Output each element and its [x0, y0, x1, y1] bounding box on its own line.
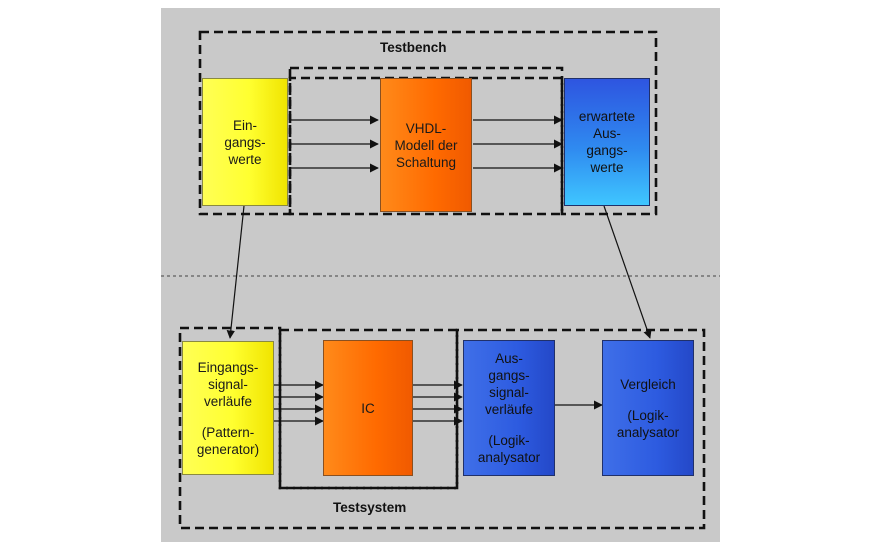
- output-signal-line-4: verläufe: [484, 402, 534, 417]
- arrow-input-to-pattern: [226, 205, 245, 339]
- expected-output-line-2: Aus-: [593, 126, 621, 141]
- input-signal-line-1: Eingangs-: [197, 359, 259, 375]
- vhdl-model-line-3: Schaltung: [395, 154, 457, 170]
- compare-line-2: (Logik-: [627, 407, 669, 423]
- expected-output-line-4: werte: [590, 160, 624, 175]
- connector-layer: [161, 30, 720, 530]
- ic-label: IC: [361, 400, 375, 416]
- ic-box: IC: [323, 340, 413, 476]
- expected-output-line-1: erwartete: [578, 109, 636, 124]
- input-signal-box: Eingangs- signal- verläufe (Pattern- gen…: [182, 341, 274, 475]
- output-signal-line-3: signal-: [489, 385, 529, 400]
- input-signal-line-4: (Pattern-: [201, 424, 255, 440]
- output-signal-box: Aus- gangs- signal- verläufe (Logik- ana…: [463, 340, 555, 476]
- input-signal-line-3: verläufe: [203, 393, 253, 409]
- vhdl-model-line-2: Modell der: [394, 137, 458, 153]
- vhdl-model-box: VHDL- Modell der Schaltung: [380, 78, 472, 212]
- testsystem-label: Testsystem: [333, 500, 407, 515]
- input-values-box: Ein- gangs- werte: [202, 78, 288, 206]
- input-values-line-3: werte: [228, 151, 262, 167]
- compare-box: Vergleich (Logik- analysator: [602, 340, 694, 476]
- arrow-expected-to-compare: [603, 205, 652, 339]
- testbench-label: Testbench: [380, 40, 447, 55]
- input-signal-line-5: generator): [196, 441, 260, 457]
- compare-line-1: Vergleich: [620, 376, 676, 392]
- output-signal-line-1: Aus-: [495, 351, 523, 366]
- expected-output-line-3: gangs-: [586, 143, 628, 158]
- output-signal-line-6: analysator: [477, 450, 541, 465]
- vhdl-model-line-1: VHDL-: [405, 120, 447, 136]
- output-signal-line-2: gangs-: [488, 368, 530, 383]
- input-values-line-1: Ein-: [232, 117, 257, 133]
- input-values-line-2: gangs-: [224, 134, 266, 150]
- diagram-canvas: Testbench Testsystem Ein- gangs- werte V…: [161, 8, 720, 542]
- input-signal-line-2: signal-: [208, 376, 248, 392]
- expected-output-box: erwartete Aus- gangs- werte: [564, 78, 650, 206]
- output-signal-line-5: (Logik-: [488, 433, 530, 448]
- compare-line-3: analysator: [616, 424, 680, 440]
